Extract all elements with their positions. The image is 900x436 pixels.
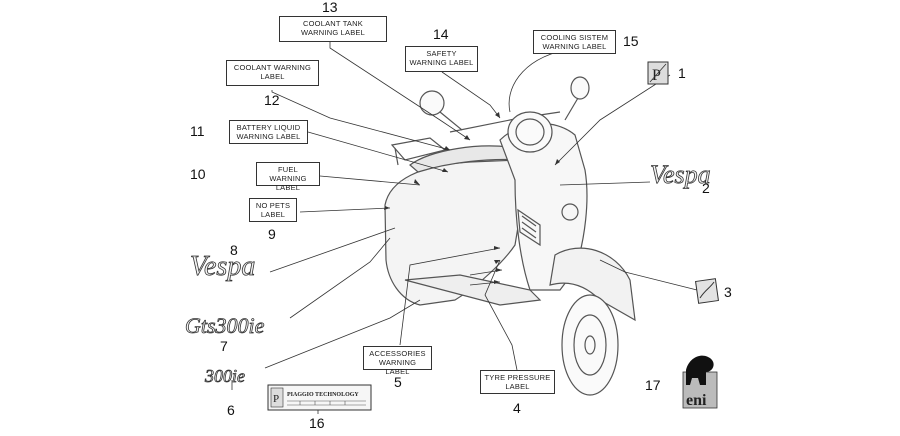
svg-text:PIAGGIO TECHNOLOGY: PIAGGIO TECHNOLOGY (287, 392, 359, 398)
label-box-14: SAFETY WARNING LABEL (405, 46, 478, 72)
label-box-5: ACCESSORIES WARNING LABEL (363, 346, 432, 376)
callout-number-15: 15 (623, 33, 639, 49)
svg-text:Gts300ie: Gts300ie (185, 313, 265, 338)
scooter-illustration (384, 76, 636, 396)
svg-text:Vespa: Vespa (190, 251, 255, 282)
callout-number-17: 17 (645, 377, 661, 393)
label-box-11: BATTERY LIQUID WARNING LABEL (229, 120, 308, 144)
callout-number-11: 11 (190, 123, 205, 139)
callout-number-1: 1 (678, 65, 686, 81)
arrowheads (384, 112, 560, 284)
svg-text:eni: eni (686, 392, 707, 409)
callout-number-10: 10 (190, 166, 206, 182)
label-box-13: COOLANT TANK WARNING LABEL (279, 16, 387, 42)
callout-number-6: 6 (227, 402, 235, 418)
callout-number-14: 14 (433, 26, 449, 42)
decal-1-p-sticker: P (647, 61, 669, 85)
callout-number-12: 12 (264, 92, 280, 108)
leader-lines (231, 42, 698, 414)
callout-number-2: 2 (702, 180, 710, 196)
decal-7-gts-script: Gts300ie (185, 313, 265, 339)
svg-text:300ie: 300ie (204, 366, 245, 386)
decal-6-model-script: 300ie (204, 366, 246, 387)
callout-number-13: 13 (322, 0, 338, 15)
decal-17-eni-logo: eni (682, 355, 718, 409)
label-box-12: COOLANT WARNING LABEL (226, 60, 319, 86)
label-box-9: NO PETS LABEL (249, 198, 297, 222)
decal-2-vespa-script: Vespa (650, 160, 711, 190)
svg-text:P: P (652, 67, 661, 84)
callout-number-3: 3 (724, 284, 732, 300)
decal-3-badge (695, 278, 719, 304)
callout-number-4: 4 (513, 400, 521, 416)
callout-number-8: 8 (230, 242, 238, 258)
callout-number-16: 16 (309, 415, 325, 431)
label-box-15: COOLING SISTEM WARNING LABEL (533, 30, 616, 54)
callout-number-5: 5 (394, 374, 402, 390)
svg-text:P: P (273, 393, 279, 405)
decal-8-vespa-script: Vespa (190, 251, 256, 283)
label-box-10: FUEL WARNING LABEL (256, 162, 320, 192)
label-box-4: TYRE PRESSURE LABEL (480, 370, 555, 394)
decal-16-piaggio-plate: P PIAGGIO TECHNOLOGY (267, 384, 372, 411)
callout-number-9: 9 (268, 226, 276, 242)
callout-number-7: 7 (220, 338, 228, 354)
svg-text:Vespa: Vespa (650, 160, 711, 189)
